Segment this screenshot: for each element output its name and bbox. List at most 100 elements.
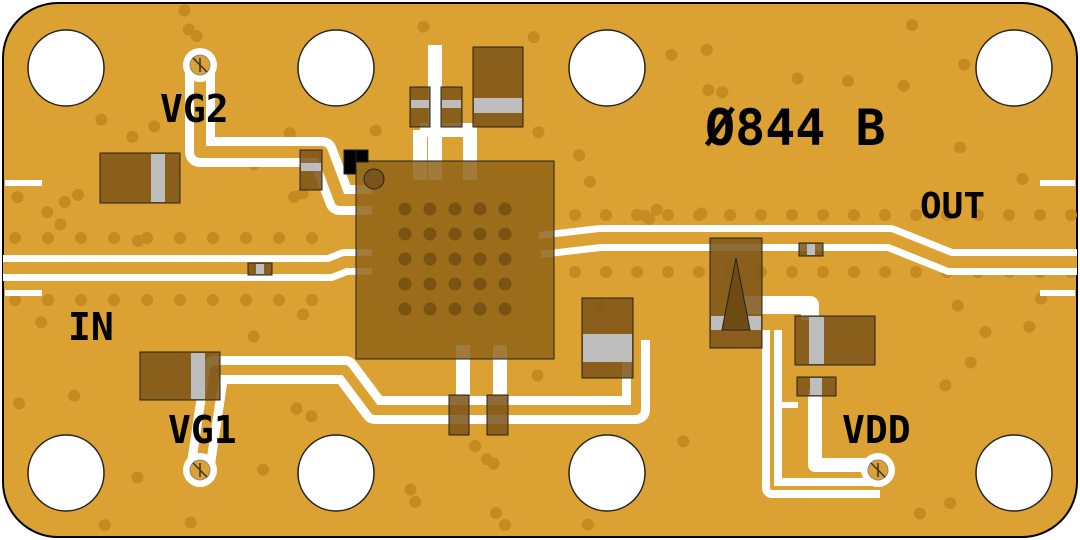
via [207, 232, 219, 244]
via [12, 397, 25, 410]
via [240, 232, 252, 244]
via [639, 209, 652, 222]
via [448, 302, 462, 316]
via [631, 266, 643, 278]
via [108, 294, 120, 306]
via [305, 410, 318, 423]
via [662, 266, 674, 278]
via [650, 203, 663, 216]
via [182, 23, 195, 36]
via [207, 294, 219, 306]
via [951, 299, 964, 312]
via [897, 79, 910, 92]
via [423, 277, 437, 291]
via [247, 330, 260, 343]
via [398, 277, 412, 291]
via [498, 302, 512, 316]
via [695, 207, 708, 220]
via [306, 294, 318, 306]
via [600, 209, 612, 221]
via [75, 294, 87, 306]
via [174, 232, 186, 244]
out-label: OUT [920, 186, 985, 227]
via [979, 326, 992, 339]
via-field [9, 4, 1077, 532]
via [256, 463, 269, 476]
via [423, 302, 437, 316]
via [716, 86, 729, 99]
via [944, 496, 957, 509]
via [131, 471, 144, 484]
via [98, 519, 111, 532]
via [910, 266, 922, 278]
via [724, 209, 736, 221]
via [848, 266, 860, 278]
via [9, 294, 21, 306]
via [404, 483, 417, 496]
via [879, 209, 891, 221]
via [791, 72, 804, 85]
via [71, 188, 84, 201]
via [11, 191, 24, 204]
via [35, 316, 48, 329]
inductor-arrow-icon [721, 257, 751, 331]
via [498, 277, 512, 291]
via [473, 252, 487, 266]
via [273, 232, 285, 244]
via [369, 124, 382, 137]
pad-cross-icons [192, 57, 886, 478]
via [448, 277, 462, 291]
via [9, 232, 21, 244]
in-label: IN [68, 305, 114, 349]
via [906, 19, 919, 32]
via [296, 308, 309, 321]
via [527, 31, 540, 44]
via [108, 232, 120, 244]
via [448, 202, 462, 216]
via [569, 209, 581, 221]
via [95, 113, 108, 126]
via [473, 227, 487, 241]
via [190, 30, 203, 43]
via [662, 209, 674, 221]
via [448, 227, 462, 241]
via [423, 202, 437, 216]
via [498, 202, 512, 216]
via [178, 4, 191, 17]
via [1023, 320, 1036, 333]
via [573, 149, 586, 162]
via [786, 266, 798, 278]
vg1-label: VG1 [168, 408, 237, 452]
via [665, 48, 678, 61]
via [702, 84, 715, 97]
via [1003, 209, 1015, 221]
via [75, 232, 87, 244]
via [68, 389, 81, 402]
via [879, 266, 891, 278]
via [489, 506, 502, 519]
via [498, 227, 512, 241]
via [174, 294, 186, 306]
via [817, 266, 829, 278]
via [532, 126, 545, 139]
via [398, 302, 412, 316]
via [283, 127, 296, 140]
via [473, 302, 487, 316]
via [1034, 209, 1046, 221]
via [964, 356, 977, 369]
via [786, 209, 798, 221]
via [583, 175, 596, 188]
via [480, 453, 493, 466]
via [398, 227, 412, 241]
via [473, 202, 487, 216]
vdd-label: VDD [842, 408, 911, 452]
vg2-label: VG2 [160, 87, 229, 131]
via [910, 209, 922, 221]
via [240, 294, 252, 306]
via [184, 516, 197, 529]
via [126, 130, 139, 143]
via [423, 252, 437, 266]
via [141, 294, 153, 306]
via [398, 252, 412, 266]
